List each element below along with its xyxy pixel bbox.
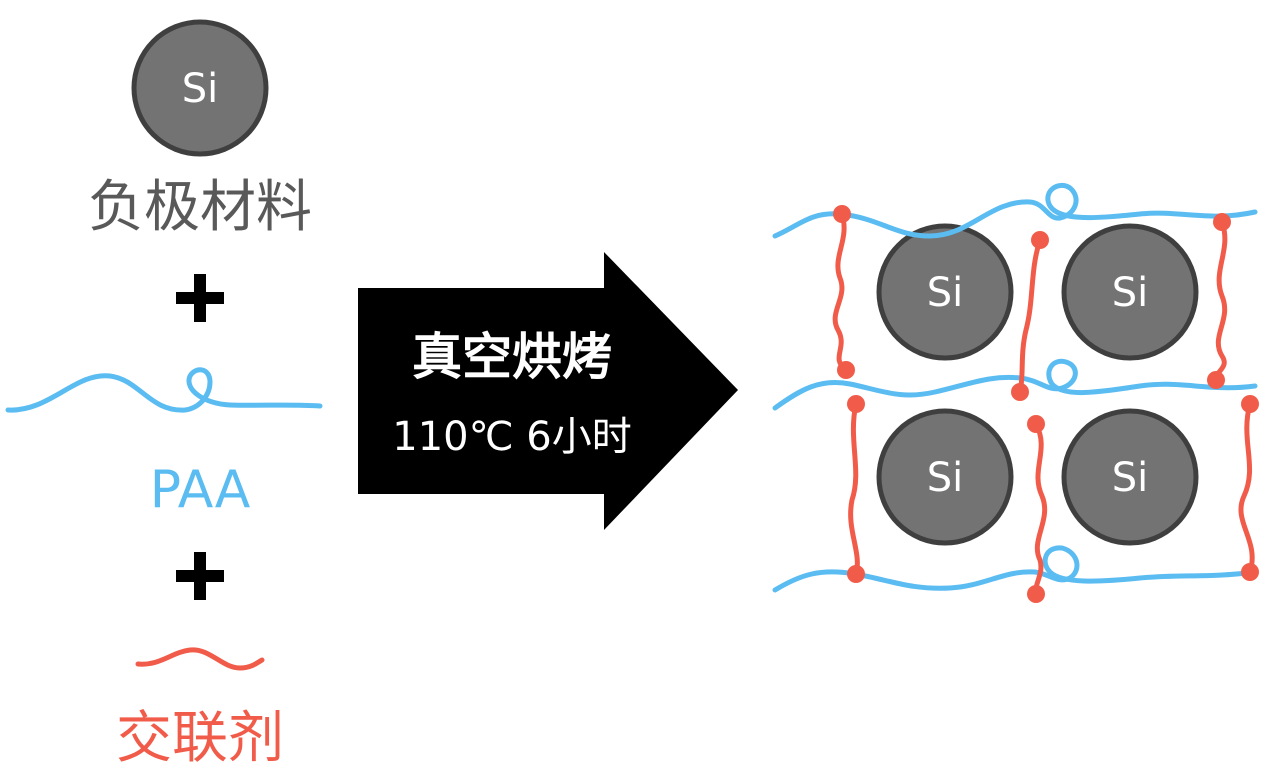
crosslinker-3 bbox=[1207, 213, 1231, 389]
process-arrow: 真空烘烤 110℃ 6小时 bbox=[358, 252, 738, 530]
crosslinker-5 bbox=[1027, 415, 1048, 603]
paa-chain-top bbox=[772, 182, 1258, 239]
crosslinker-1 bbox=[832, 205, 855, 379]
vacuum-bake-title: 真空烘烤 bbox=[412, 328, 612, 386]
paa-label: PAA bbox=[150, 460, 251, 520]
crosslinker-label: 交联剂 bbox=[116, 706, 284, 771]
crosslinker-4 bbox=[847, 395, 865, 583]
plus-sign-2 bbox=[176, 552, 224, 600]
bake-condition: 110℃ 6小时 bbox=[392, 414, 631, 460]
si-particle-network-4: Si bbox=[1061, 408, 1199, 546]
crosslinker-6 bbox=[1238, 395, 1259, 581]
si-label: Si bbox=[1112, 455, 1149, 501]
si-particle-network-2: Si bbox=[1061, 223, 1199, 361]
crosslinker-2 bbox=[1011, 231, 1049, 401]
si-particle-network-1: Si bbox=[876, 223, 1014, 361]
inputs-column: Si 负极材料 PAA 交联剂 bbox=[5, 19, 323, 771]
crosslinker-strand-icon bbox=[135, 647, 265, 671]
si-particle-network-3: Si bbox=[876, 408, 1014, 546]
si-label: Si bbox=[1112, 270, 1149, 316]
anode-material-label: 负极材料 bbox=[88, 175, 312, 240]
plus-sign-1 bbox=[176, 274, 224, 322]
paa-strand-icon bbox=[5, 367, 323, 413]
si-label: Si bbox=[927, 455, 964, 501]
paa-chain-middle bbox=[772, 358, 1258, 411]
si-particle-input: Si bbox=[131, 19, 269, 157]
si-label: Si bbox=[182, 66, 219, 112]
paa-chain-bottom bbox=[772, 545, 1258, 593]
si-label: Si bbox=[927, 270, 964, 316]
crosslinked-network: Si Si Si Si bbox=[772, 182, 1259, 603]
